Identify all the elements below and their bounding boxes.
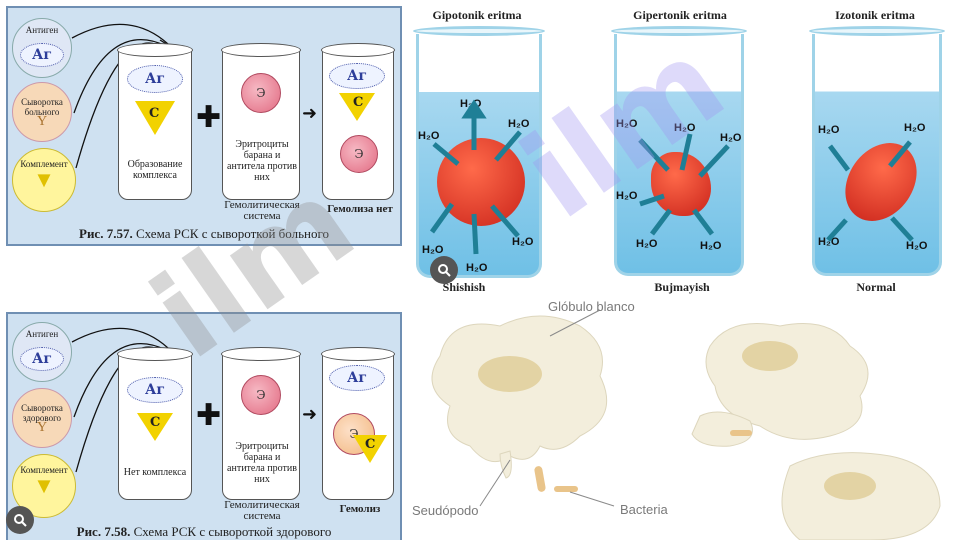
antibody-icon: Y — [36, 114, 48, 129]
seudopodo-label: Seudópodo — [412, 503, 479, 518]
h2o-label: H₂O — [508, 118, 530, 130]
tube2-label: Эритроциты барана и антитела против них — [227, 139, 297, 183]
lens-search-icon[interactable] — [430, 256, 458, 284]
caption-text-2: Схема РСК с сывороткой здорового — [133, 524, 332, 539]
tube2-bottom-label: Гемолитическая система — [224, 199, 300, 222]
complement-label: Комплемент — [20, 159, 68, 169]
h2o-label: H₂O — [512, 236, 534, 248]
serum-circle: Сыворотка больного Y — [12, 82, 72, 142]
tube3-complement-triangle — [339, 93, 375, 121]
h2o-label: H₂O — [720, 132, 742, 144]
antigen-label-2: Антиген — [25, 329, 59, 339]
h2o-label: H₂O — [636, 238, 658, 250]
tube3-c-letter: C — [353, 95, 364, 110]
tube3b-complement-triangle — [353, 435, 387, 463]
figure-758-panel: Антиген Аг Сыворотка здорового Y Комплем… — [6, 312, 402, 540]
figure-757-panel: Антиген Аг Сыворотка больного Y Комплеме… — [6, 6, 402, 246]
h2o-label: H₂O — [906, 240, 928, 252]
right-arrow-2: ➜ — [302, 404, 318, 425]
tube1b-c-letter: C — [150, 415, 161, 430]
antigen-ag-badge-2: Аг — [20, 347, 64, 371]
complement-triangle-icon: ▼ — [33, 167, 55, 192]
tube3b-bottom-label: Гемолиз — [339, 503, 381, 515]
tube1-complement-triangle — [135, 101, 175, 135]
beaker2-label: Bujmayish — [654, 280, 710, 294]
beaker2-title: Gipertonik eritma — [633, 8, 727, 22]
tube2b-label: Эритроциты барана и антитела против них — [227, 441, 297, 485]
tube3-ag-badge: Аг — [329, 63, 385, 89]
tube1-label: Образование комплекса — [127, 159, 183, 181]
antibody-icon-2: Y — [36, 420, 48, 435]
right-arrow: ➜ — [302, 103, 318, 124]
bacteria-label: Bacteria — [620, 502, 668, 517]
tube2b-bottom-label: Гемолитическая система — [224, 499, 300, 522]
h2o-label: H₂O — [818, 236, 840, 248]
tube-2b: Э Эритроциты барана и антитела против ни… — [221, 347, 301, 500]
osmosis-arrows — [429, 99, 914, 255]
beaker3-label: Normal — [856, 280, 896, 294]
h2o-label: H₂O — [466, 262, 488, 274]
white-blood-cells — [431, 309, 941, 540]
globulo-blanco-label: Glóbulo blanco — [548, 299, 635, 314]
tube3b-c-letter: C — [365, 437, 376, 452]
h2o-label: H₂O — [818, 124, 840, 136]
h2o-label: H₂O — [904, 122, 926, 134]
serum-circle-2: Сыворотка здорового Y — [12, 388, 72, 448]
tube3-erythrocyte: Э — [340, 135, 378, 173]
antigen-circle: Антиген Аг — [12, 18, 72, 78]
lens-search-icon[interactable] — [6, 506, 34, 534]
serum-label-2: Сыворотка здорового — [21, 403, 63, 423]
beaker-hypotonic — [413, 26, 545, 278]
complement-circle: Комплемент ▼ — [12, 148, 76, 212]
figure-758-caption: Рис. 7.58. Схема РСК с сывороткой здоров… — [8, 524, 400, 540]
beaker1-label: Shishish — [442, 280, 486, 294]
h2o-label: H₂O — [616, 118, 638, 130]
h2o-label: H₂O — [418, 130, 440, 142]
caption-text: Схема РСК с сывороткой больного — [135, 226, 329, 241]
plus-sign-2: ✚ — [196, 398, 222, 433]
antigen-ag-badge: Аг — [20, 43, 64, 67]
beaker1-title: Gipotonik eritma — [432, 8, 522, 22]
h2o-label: H₂O — [674, 122, 696, 134]
h2o-label: H₂O — [616, 190, 638, 202]
figure-757-caption: Рис. 7.57. Схема РСК с сывороткой больно… — [8, 226, 400, 242]
beaker3-title: Izotonik eritma — [835, 8, 915, 22]
tube-3: Аг C Э — [321, 43, 395, 200]
serum-label: Сыворотка больного — [21, 97, 63, 117]
tube-3b: Аг Э C — [321, 347, 395, 500]
tube2b-erythrocyte: Э — [241, 375, 281, 415]
tube1b-ag-badge: Аг — [127, 377, 183, 403]
antigen-circle-2: Антиген Аг — [12, 322, 72, 382]
tube-1: Аг C Образование комплекса — [117, 43, 193, 200]
tube1-ag-badge: Аг — [127, 65, 183, 93]
antigen-label: Антиген — [25, 25, 59, 35]
tube1b-label: Нет комплекса — [123, 467, 187, 478]
caption-num-2: Рис. 7.58. — [76, 524, 131, 539]
caption-num: Рис. 7.57. — [79, 226, 133, 241]
plus-sign: ✚ — [196, 100, 222, 135]
hypotonic-cell — [437, 138, 525, 226]
tube3b-ag-badge: Аг — [329, 365, 385, 391]
tube-1b: Аг C Нет комплекса — [117, 347, 193, 500]
h2o-label: H₂O — [422, 244, 444, 256]
tube3-bottom-label: Гемолиза нет — [327, 203, 393, 215]
tube2-erythrocyte: Э — [241, 73, 281, 113]
h2o-label: H₂O — [700, 240, 722, 252]
complement-triangle-icon-2: ▼ — [33, 473, 55, 498]
tube1-c-letter: C — [149, 106, 160, 121]
tube-2: Э Эритроциты барана и антитела против ни… — [221, 43, 301, 200]
complement-label-2: Комплемент — [20, 465, 68, 475]
tube1b-complement-triangle — [137, 413, 173, 441]
